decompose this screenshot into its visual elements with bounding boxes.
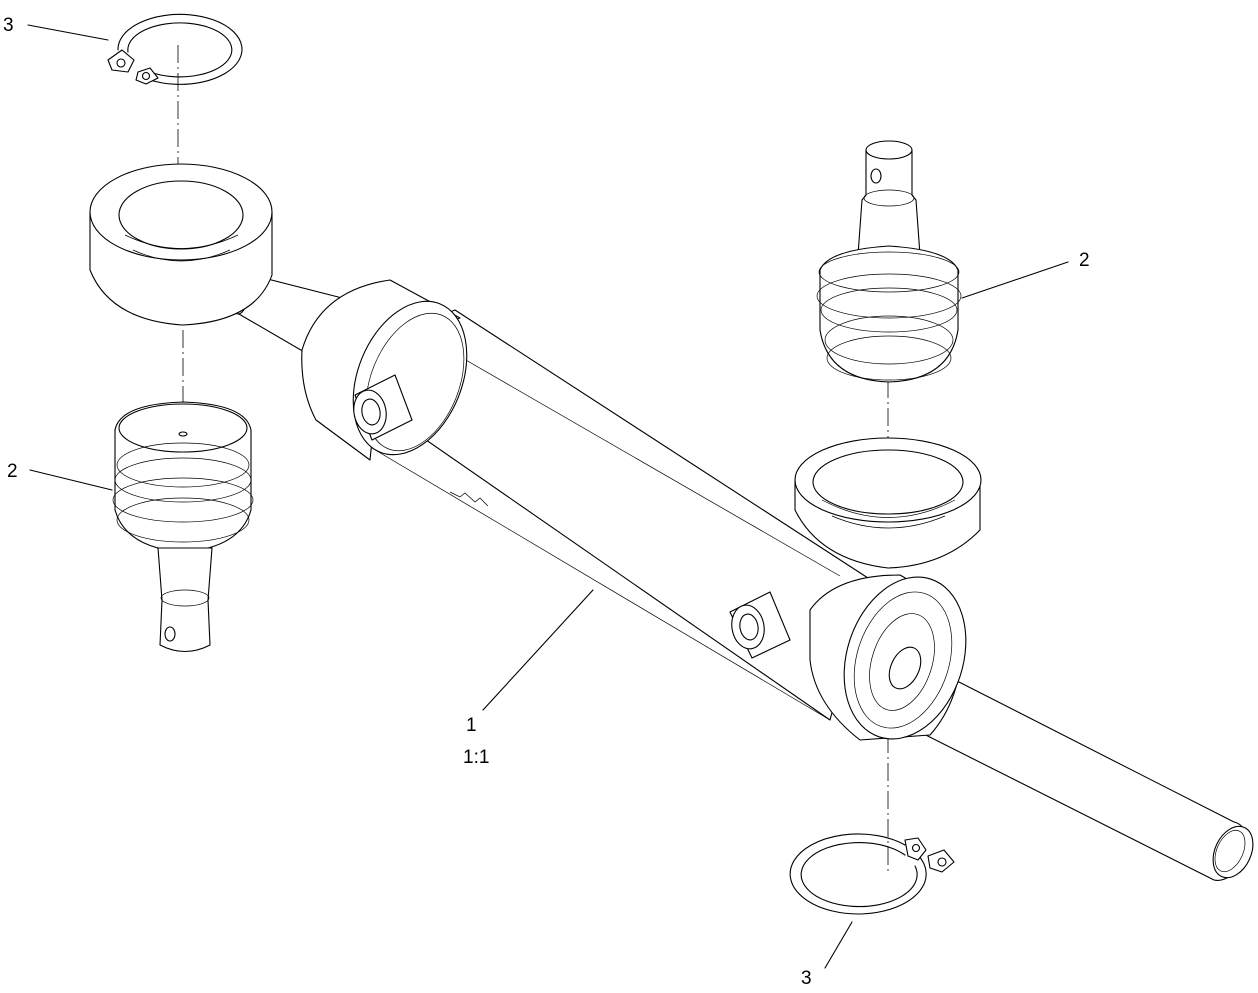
piston-rod	[879, 651, 1254, 881]
barrel-port	[729, 591, 791, 659]
right-gland	[809, 574, 967, 741]
leader-lines	[27, 24, 1069, 969]
left-cylinder-eye	[89, 163, 273, 326]
callout-3-bottom: 3	[801, 968, 812, 989]
callout-3-top: 3	[3, 15, 14, 36]
callout-2-left: 2	[7, 461, 18, 482]
callout-1-cylinder: 1	[466, 715, 477, 736]
snap-ring-top	[107, 13, 243, 85]
left-gland	[301, 279, 468, 461]
callout-2-right: 2	[1079, 250, 1090, 271]
right-barrel-eye	[794, 437, 982, 569]
ball-joint-right	[816, 140, 962, 383]
snap-ring-bottom	[789, 833, 955, 915]
ball-joint-left	[112, 401, 254, 653]
callout-1-scale: 1:1	[463, 747, 489, 768]
